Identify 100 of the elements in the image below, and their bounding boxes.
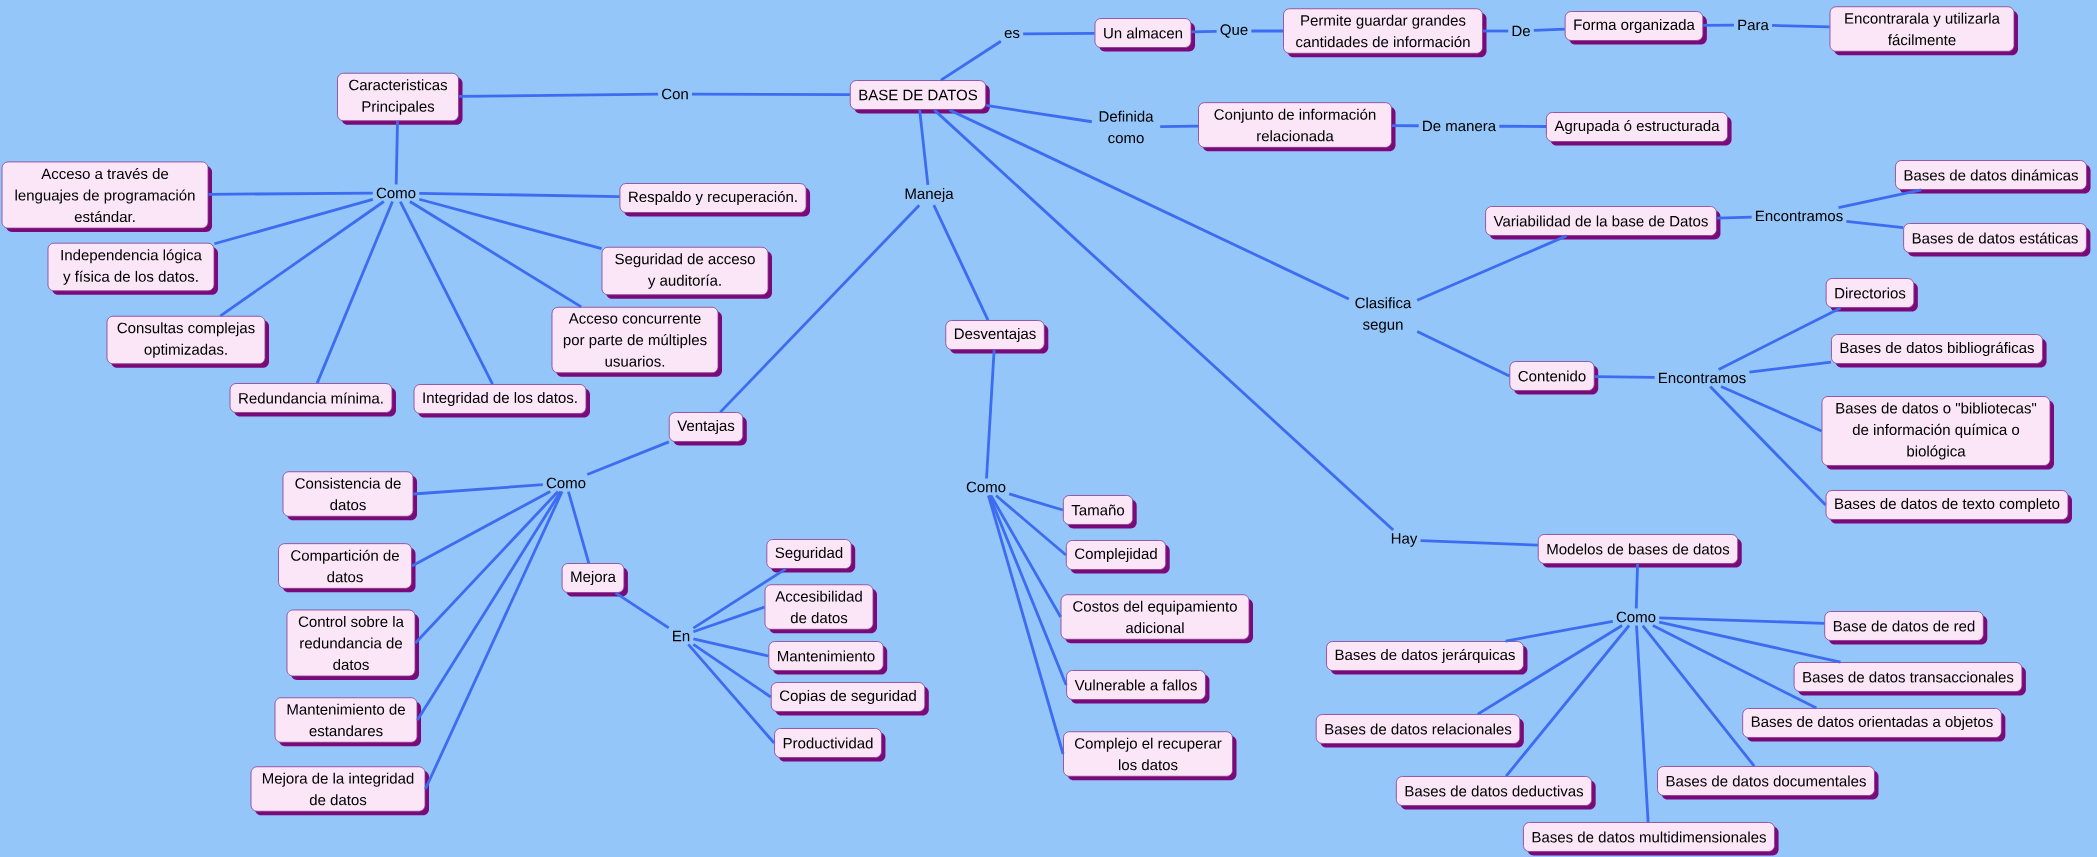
connector-line — [985, 349, 996, 479]
connector-line — [687, 643, 776, 744]
concept-box: Tamaño — [1062, 495, 1137, 529]
concept-box: Base de datos de red — [1824, 611, 1988, 645]
connector-line — [614, 591, 670, 629]
concept-box: Costos del equipamiento adicional — [1060, 594, 1253, 644]
connector-line — [985, 104, 1093, 124]
connector-line — [409, 200, 582, 309]
linking-phrase: Con — [662, 88, 688, 100]
connector-line — [918, 109, 930, 185]
concept-box: Contenido — [1509, 361, 1599, 395]
concept-box: Copias de seguridad — [770, 682, 929, 716]
concept-box: Encontrarala y utilizarla fácilmente — [1829, 6, 2018, 56]
connector-line — [1482, 29, 1509, 33]
connector-line — [1416, 234, 1567, 302]
concept-box: Control sobre la redundancia de datos — [286, 609, 419, 680]
concept-box: Vulnerable a fallos — [1066, 670, 1210, 704]
concept-box: Bases de datos orientadas a objetos — [1742, 708, 2006, 742]
linking-phrase: Clasifica segun — [1355, 297, 1412, 333]
connector-line — [1709, 385, 1827, 506]
linking-phrase: Como — [1616, 611, 1656, 623]
connector-line — [1634, 563, 1639, 609]
connector-line — [989, 494, 1062, 618]
connector-line — [315, 200, 394, 384]
connector-line — [1477, 624, 1623, 716]
linking-phrase: Definida como — [1099, 110, 1154, 144]
connector-line — [394, 121, 399, 185]
connector-line — [1703, 23, 1734, 27]
connector-line — [418, 197, 602, 250]
connector-line — [1716, 215, 1752, 220]
concept-box: Bases de datos dinámicas — [1895, 160, 2091, 194]
connector-line — [1499, 124, 1547, 128]
connector-line — [214, 198, 374, 246]
concept-box: Integridad de los datos. — [413, 384, 590, 418]
connector-line — [693, 637, 769, 658]
concept-box: Desventajas — [945, 320, 1049, 354]
linking-phrase: Para — [1738, 19, 1769, 31]
concept-box: Acceso a través de lenguajes de programación estándar. — [1, 161, 212, 233]
concept-box: Bases de datos documentales — [1657, 766, 1879, 800]
connector-line — [948, 108, 1350, 301]
concept-box: Accesibilidad de datos — [764, 584, 877, 634]
connector-line — [1251, 29, 1284, 33]
concept-box: Independencia lógica y física de los datos. — [47, 242, 218, 295]
concept-box: Forma organizada — [1564, 11, 1707, 45]
connector-line — [1191, 30, 1217, 34]
concept-box: Variabilidad de la base de Datos — [1485, 206, 1721, 240]
connector-line — [1720, 385, 1823, 433]
concept-box: Compartición de datos — [278, 543, 416, 593]
concept-box: Mantenimiento de estandares — [274, 697, 421, 747]
connector-line — [995, 494, 1067, 557]
connector-line — [1416, 330, 1511, 378]
connector-line — [940, 40, 1002, 82]
connector-line — [424, 490, 564, 790]
connector-line — [1635, 625, 1650, 823]
connector-line — [1772, 24, 1830, 29]
connector-line — [988, 495, 1068, 686]
connector-line — [1023, 31, 1095, 36]
concept-box: Bases de datos transaccionales — [1793, 662, 2026, 696]
connector-line — [1749, 360, 1832, 374]
linking-phrase: Que — [1220, 24, 1248, 38]
linking-phrase: En — [673, 630, 690, 642]
connector-line — [1008, 492, 1064, 512]
connector-line — [1533, 27, 1565, 32]
concept-box: Complejidad — [1065, 540, 1170, 574]
concept-box: Ventajas — [668, 412, 747, 446]
connector-line — [567, 491, 591, 564]
connector-line — [1594, 375, 1655, 379]
connector-line — [692, 643, 772, 699]
connector-line — [1420, 539, 1538, 547]
concept-box: Respaldo y recuperación. — [619, 183, 811, 217]
concept-box: Directorios — [1825, 278, 1918, 312]
linking-phrase: Como — [546, 477, 586, 489]
connector-line — [411, 490, 551, 568]
concept-box: Bases de datos deductivas — [1395, 776, 1596, 810]
concept-box: Mantenimiento — [768, 641, 888, 675]
connector-line — [1505, 624, 1631, 777]
connector-line — [1658, 620, 1841, 664]
connector-line — [692, 567, 787, 630]
concept-box: Productividad — [774, 728, 886, 762]
connector-line — [208, 191, 373, 196]
linking-phrase: Hay — [1391, 533, 1418, 547]
connector-line — [933, 108, 1395, 532]
concept-box: Conjunto de información relacionada — [1198, 102, 1396, 152]
connector-line — [419, 191, 620, 198]
concept-box: Bases de datos o "bibliotecas" de información química o biológica — [1821, 396, 2054, 470]
concept-box: Acceso concurrente por parte de múltiples usuarios. — [551, 306, 722, 377]
connector-line — [1718, 306, 1842, 371]
connector-line — [1641, 624, 1756, 767]
concept-box: Bases de datos relacionales — [1315, 714, 1524, 748]
linking-phrase: De manera — [1423, 120, 1497, 132]
linking-phrase: Encontramos — [1659, 372, 1746, 384]
concept-box: Bases de datos estáticas — [1903, 223, 2091, 257]
concept-box: Bases de datos bibliográficas — [1831, 334, 2047, 368]
connector-line — [1846, 219, 1904, 230]
connector-line — [458, 92, 659, 98]
connector-line — [416, 490, 562, 721]
connector-line — [932, 204, 990, 321]
linking-phrase: Como — [376, 187, 416, 199]
concept-box: Caracteristicas Principales — [337, 72, 463, 125]
concept-box: Bases de datos multidimensionales — [1523, 822, 1779, 856]
